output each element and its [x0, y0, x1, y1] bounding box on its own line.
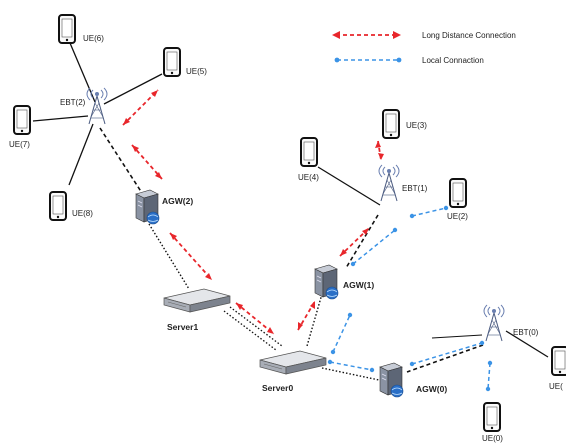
ebt2-node: EBT(2): [60, 87, 108, 125]
ue3-node: UE(3): [382, 109, 427, 139]
ue1-label: UE(: [549, 382, 563, 391]
smartphone-icon: [483, 402, 501, 432]
rack-server-icon: [163, 288, 231, 313]
agw1-label: AGW(1): [343, 280, 374, 290]
server1-node: Server1: [163, 288, 231, 332]
agw2-node: AGW(2): [135, 189, 193, 225]
ue0-label: UE(0): [482, 434, 503, 443]
ue8-label: UE(8): [72, 209, 93, 218]
ue0-node: UE(0): [482, 402, 503, 443]
smartphone-icon: [163, 47, 181, 77]
smartphone-icon: [449, 178, 467, 208]
antenna-tower-icon: [378, 164, 400, 202]
legend-long-distance-swatch: [332, 31, 401, 39]
legend-long-distance-label: Long Distance Connection: [422, 31, 516, 40]
access-gateway-icon: [314, 264, 339, 300]
agw1-node: AGW(1): [314, 264, 374, 300]
connection-lines: [32, 42, 549, 392]
ue4-label: UE(4): [298, 173, 319, 182]
access-gateway-icon: [135, 189, 160, 225]
agw0-label: AGW(0): [416, 384, 447, 394]
ue5-label: UE(5): [186, 67, 207, 76]
agw2-label: AGW(2): [162, 196, 193, 206]
legend-local-swatch: [334, 57, 402, 63]
server0-label: Server0: [262, 383, 293, 393]
ue2-label: UE(2): [447, 212, 468, 221]
smartphone-icon: [13, 105, 31, 135]
ebt2-label: EBT(2): [60, 98, 86, 107]
ebt0-label: EBT(0): [513, 328, 539, 337]
access-gateway-icon: [379, 362, 404, 398]
ue4-node: UE(4): [298, 137, 319, 182]
smartphone-icon: [58, 14, 76, 44]
ue8-node: UE(8): [49, 191, 93, 221]
antenna-tower-icon: [86, 87, 108, 125]
ue5-node: UE(5): [163, 47, 207, 77]
ue7-node: UE(7): [9, 105, 31, 149]
ue3-label: UE(3): [406, 121, 427, 130]
rack-server-icon: [259, 350, 327, 375]
ebt1-node: EBT(1): [378, 164, 428, 202]
legend: Long Distance Connection Local Connactio…: [332, 31, 516, 65]
ue6-node: UE(6): [58, 14, 104, 44]
ue1-node: UE(: [549, 346, 566, 391]
antenna-tower-icon: [483, 304, 505, 342]
smartphone-icon: [382, 109, 400, 139]
server0-node: Server0: [259, 350, 327, 393]
agw0-node: AGW(0): [379, 362, 447, 398]
smartphone-icon: [49, 191, 67, 221]
ue7-label: UE(7): [9, 140, 30, 149]
smartphone-icon: [551, 346, 566, 376]
ue2-node: UE(2): [447, 178, 468, 221]
smartphone-icon: [300, 137, 318, 167]
ebt0-node: EBT(0): [483, 304, 539, 342]
ue6-label: UE(6): [83, 34, 104, 43]
legend-local-label: Local Connaction: [422, 56, 484, 65]
server1-label: Server1: [167, 322, 198, 332]
ebt1-label: EBT(1): [402, 184, 428, 193]
